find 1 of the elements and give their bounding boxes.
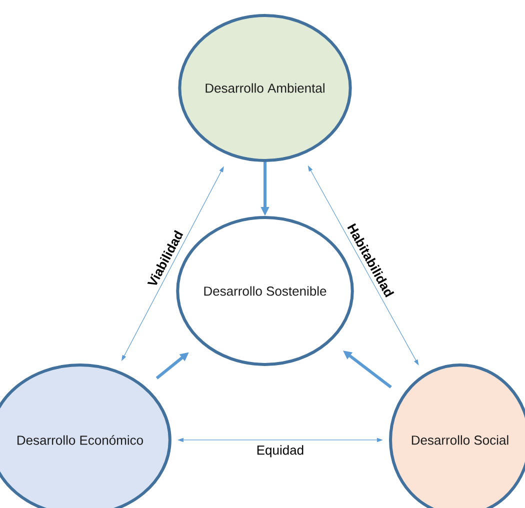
edge-label: Equidad <box>255 444 306 458</box>
